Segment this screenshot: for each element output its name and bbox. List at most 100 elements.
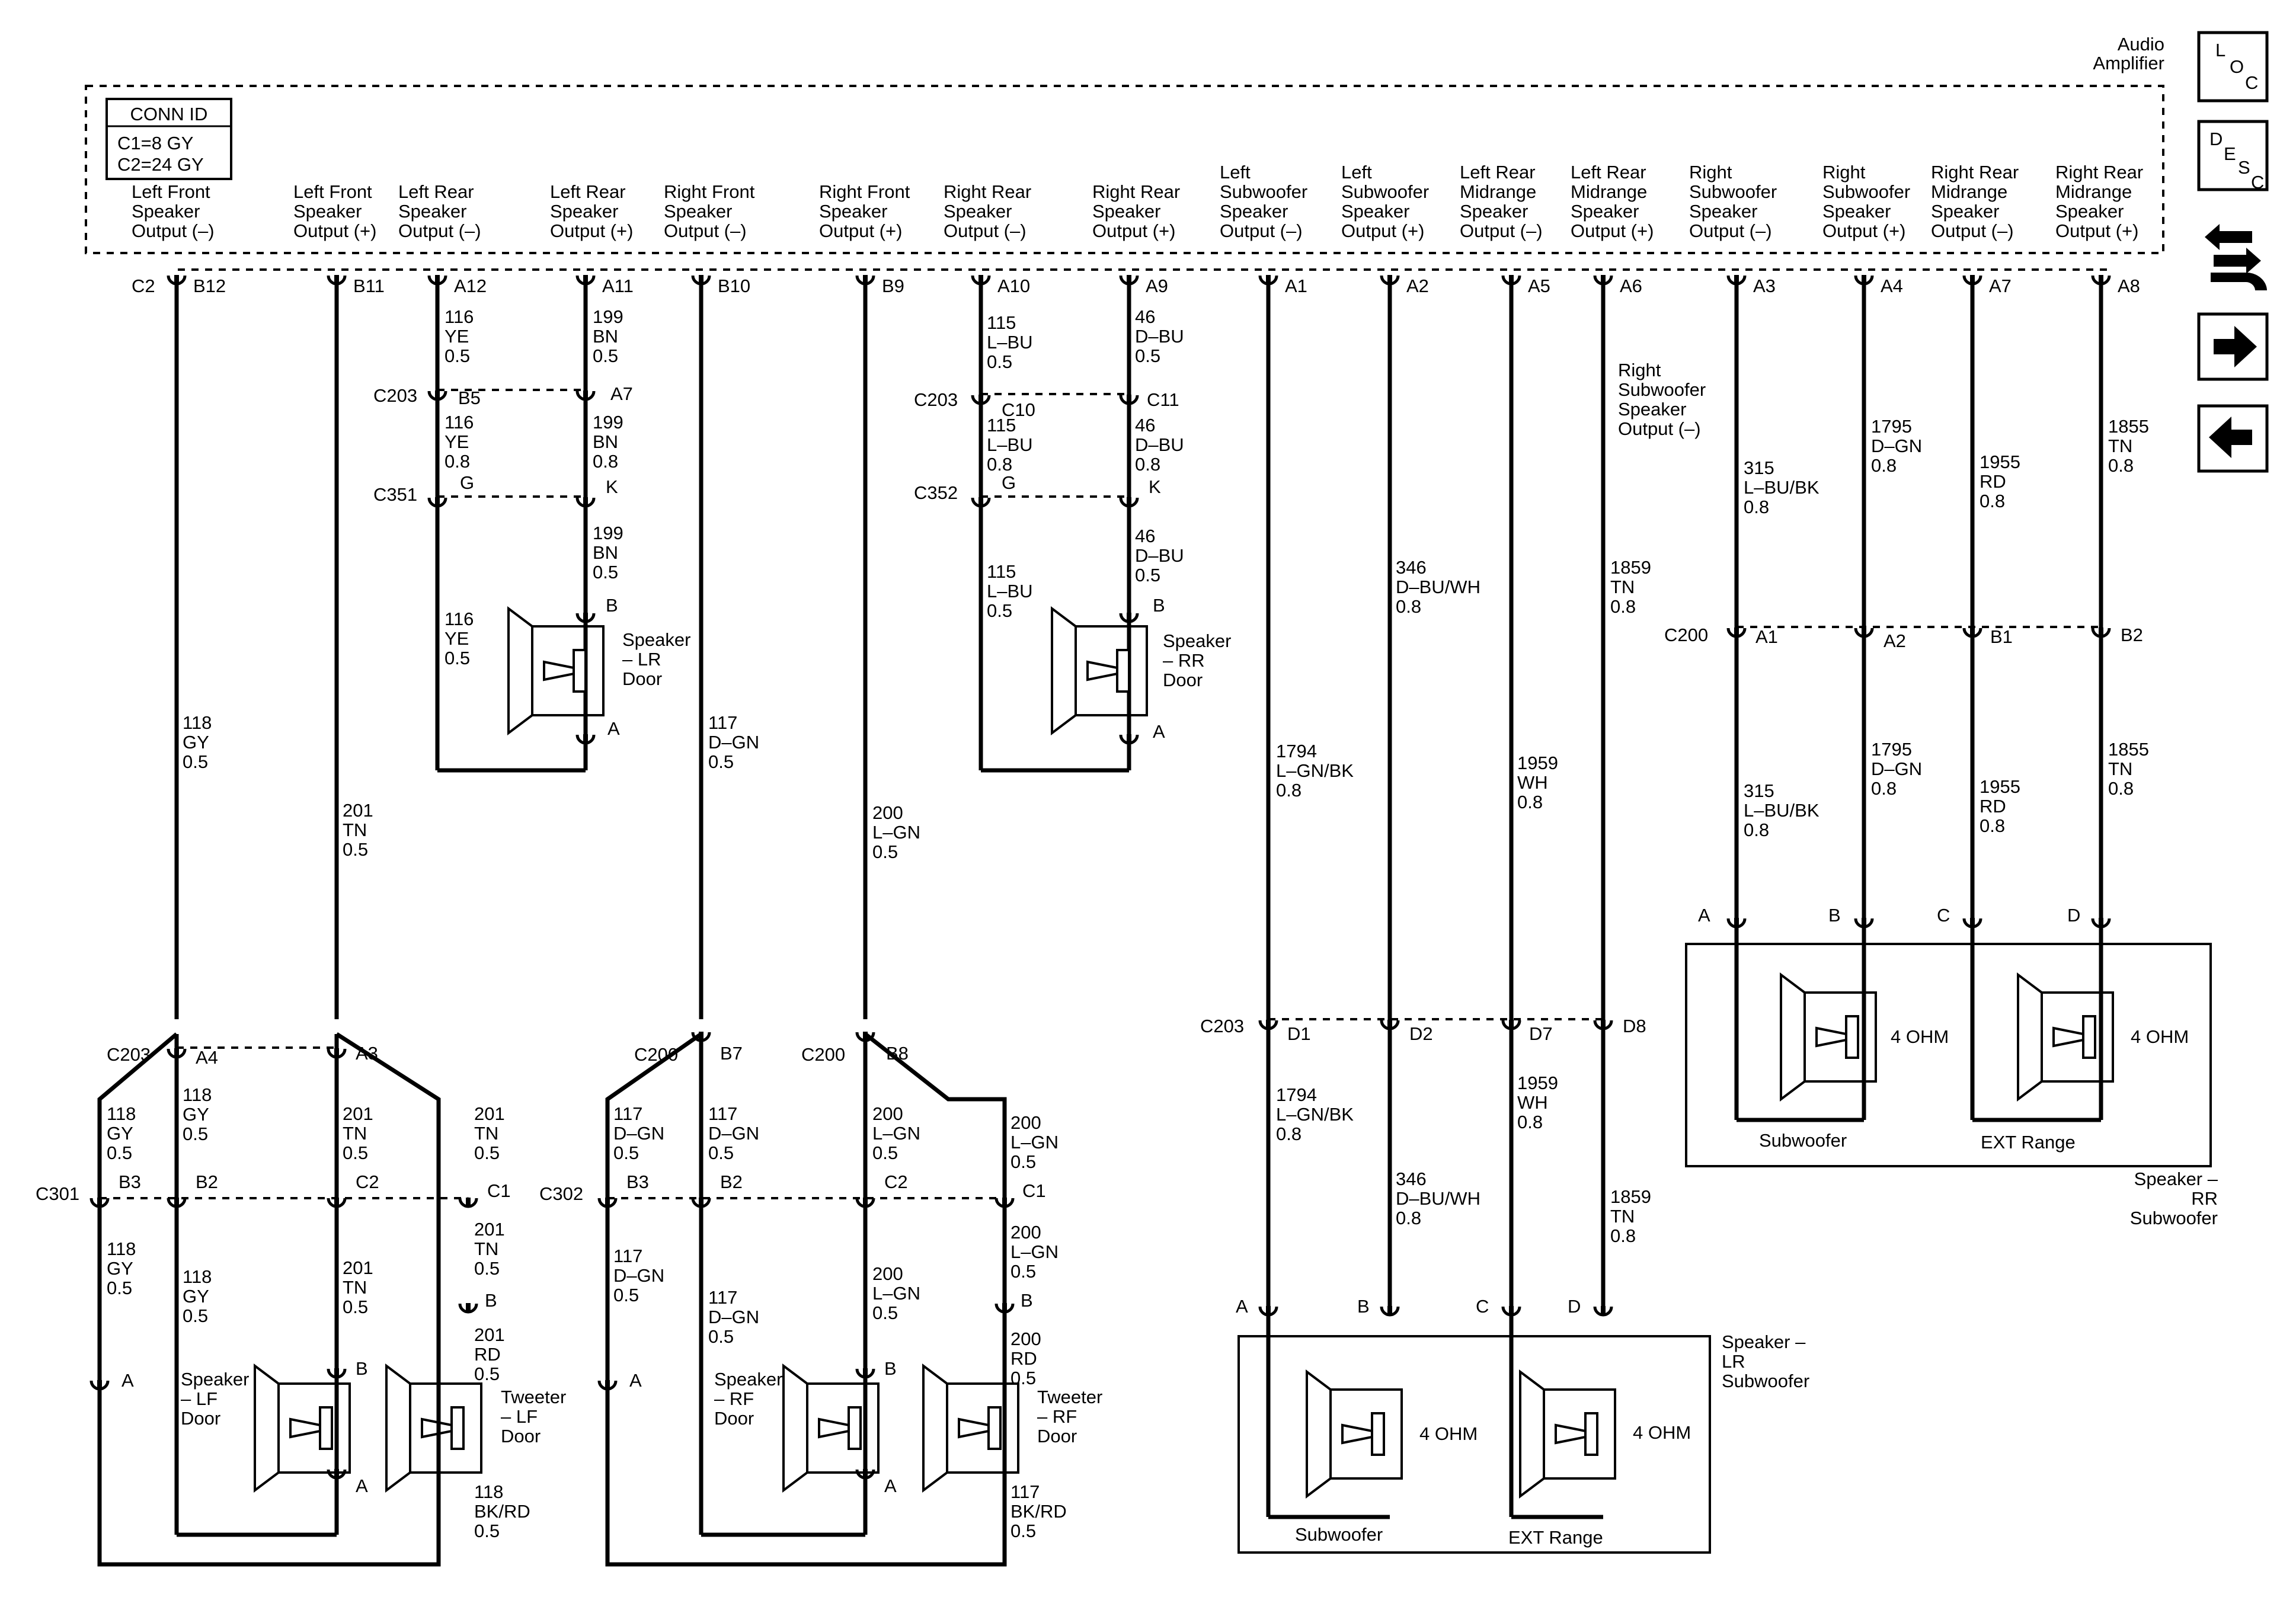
terminal [1726,918,1747,929]
svg-text:D: D [2209,129,2223,149]
output-pin: A11 [602,276,634,296]
svg-text:O: O [2230,56,2244,77]
arrow-left-icon [2209,417,2252,458]
terminal-pin [1734,275,1739,283]
terminal [1726,275,1747,286]
terminal [1854,918,1874,929]
pin-letter: A [607,718,620,739]
pin: C1 [1022,1180,1046,1201]
terminal-pin [1127,734,1131,742]
speakers [254,606,2114,1499]
pin: D8 [1623,1016,1646,1036]
connector-schematic-icon[interactable] [2205,224,2267,290]
terminal-pin [583,391,588,399]
terminal [597,1198,618,1208]
terminal-pin [1266,1020,1271,1028]
terminal [89,1380,110,1391]
terminal [458,1198,478,1208]
terminal [427,391,447,401]
terminal [2091,918,2111,929]
terminal [327,1198,347,1208]
terminal [1593,275,1613,286]
pin-letter: A [884,1475,897,1496]
terminal-pin [978,395,983,403]
pin-letter: A [629,1370,642,1391]
conn-id-box [105,98,232,180]
pin-letter: B [884,1358,897,1379]
speaker-rr-door [1051,606,1148,735]
terminal [167,1048,187,1059]
nav-panel: L O C D E S C [2197,31,2269,473]
terminal-pin [1002,1198,1007,1206]
loc-button[interactable]: L O C [2197,31,2269,103]
module-boundary [85,85,2164,254]
conn-id-c1: C1=8 GY [117,133,193,153]
ext-range-lr [1519,1369,1616,1499]
ohm-label: 4 OHM [1891,1026,1949,1047]
pin: K [1149,476,1161,497]
terminal-pin [97,1380,102,1388]
terminal [1854,275,1874,286]
terminal [597,1380,618,1391]
terminal [1962,918,1982,929]
terminal-pin [1862,275,1866,283]
terminal-pin [1601,275,1606,283]
svg-text:L: L [2215,40,2225,60]
terminal [994,1198,1015,1208]
terminal [575,497,596,508]
ohm-label: 4 OHM [1419,1423,1478,1444]
tweeter-lf-door [385,1363,482,1493]
pin: B2 [196,1172,218,1192]
pin: A2 [1884,630,1906,651]
lr-subwoofer-box [1237,1335,1711,1554]
desc-button[interactable]: D E S C [2197,120,2269,193]
terminal [167,275,187,286]
output-pin: A10 [997,276,1030,296]
terminal [575,734,596,745]
pin: C2 [884,1172,908,1192]
terminal [1119,497,1139,508]
prev-page-button[interactable] [2197,404,2269,473]
output-pin: A2 [1406,276,1429,296]
pin-letter: B [1021,1290,1033,1311]
connector-c203: C203 [1200,1016,1244,1036]
pin: A1 [1755,626,1778,647]
terminal-pin [2099,918,2103,926]
connector-c301: C301 [36,1183,79,1204]
pin-letter: A [1698,905,1710,926]
terminal-pin [583,734,588,742]
pin-letter: B [606,595,618,616]
terminal [1380,1020,1400,1030]
terminal [1119,734,1139,745]
next-page-button[interactable] [2197,312,2269,381]
terminal-pin [583,275,588,283]
terminal-pin [1127,275,1131,283]
terminal [327,1048,347,1059]
pin-letter: D [1568,1296,1581,1317]
pin: B1 [1990,626,2013,647]
terminal-pin [174,275,179,283]
terminal-pin [583,613,588,621]
